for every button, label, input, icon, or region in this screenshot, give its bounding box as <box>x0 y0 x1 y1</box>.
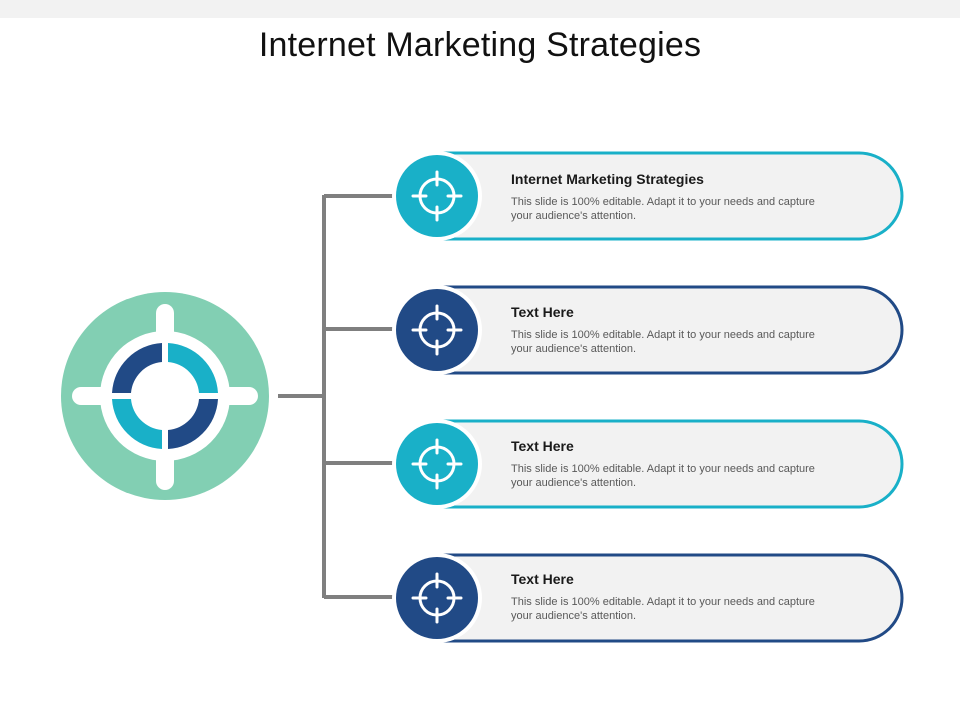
card-2-heading: Text Here <box>511 304 574 320</box>
card-3-description-line-1: This slide is 100% editable. Adapt it to… <box>511 463 815 475</box>
hub-segment-bottom-left <box>112 399 162 449</box>
card-4-text: Text Here This slide is 100% editable. A… <box>511 571 881 623</box>
card-4-description-line-2: your audience's attention. <box>511 610 637 622</box>
card-4-description: This slide is 100% editable. Adapt it to… <box>511 595 881 623</box>
hub-segment-top-right <box>168 343 218 393</box>
card-2-description: This slide is 100% editable. Adapt it to… <box>511 328 881 356</box>
card-3-description-line-2: your audience's attention. <box>511 477 637 489</box>
hub-segment-top-left <box>112 343 162 393</box>
target-icon <box>61 292 269 500</box>
top-strip <box>0 0 960 18</box>
card-4 <box>392 553 904 643</box>
card-3-description: This slide is 100% editable. Adapt it to… <box>511 462 881 490</box>
card-2-shape <box>435 285 904 375</box>
card-4-shape <box>435 553 904 643</box>
card-1-text: Internet Marketing Strategies This slide… <box>511 171 881 223</box>
card-1-description-line-2: your audience's attention. <box>511 210 637 222</box>
card-3-heading: Text Here <box>511 438 574 454</box>
card-4-description-line-1: This slide is 100% editable. Adapt it to… <box>511 596 815 608</box>
card-3-text: Text Here This slide is 100% editable. A… <box>511 438 881 490</box>
card-2-text: Text Here This slide is 100% editable. A… <box>511 304 881 356</box>
card-3 <box>392 419 904 509</box>
crosshair-icon <box>411 170 463 222</box>
hub-white-ring <box>100 331 230 461</box>
crosshair-icon <box>411 304 463 356</box>
slide-title: Internet Marketing Strategies <box>258 26 702 64</box>
connector-lines <box>278 194 400 599</box>
card-1-description-line-1: This slide is 100% editable. Adapt it to… <box>511 196 815 208</box>
card-4-heading: Text Here <box>511 571 574 587</box>
hub-segment-bottom-right <box>168 399 218 449</box>
card-4-badge-fill <box>396 557 478 639</box>
card-3-shape <box>435 419 904 509</box>
card-1-badge-fill <box>396 155 478 237</box>
card-3-badge-fill <box>396 423 478 505</box>
card-2-badge-fill <box>396 289 478 371</box>
card-2 <box>392 285 904 375</box>
card-2-description-line-1: This slide is 100% editable. Adapt it to… <box>511 329 815 341</box>
crosshair-icon <box>411 572 463 624</box>
card-1-description: This slide is 100% editable. Adapt it to… <box>511 195 881 223</box>
card-1 <box>392 151 904 241</box>
card-2-description-line-2: your audience's attention. <box>511 343 637 355</box>
card-1-heading: Internet Marketing Strategies <box>511 171 704 187</box>
crosshair-icon <box>411 438 463 490</box>
card-1-shape <box>435 151 904 241</box>
